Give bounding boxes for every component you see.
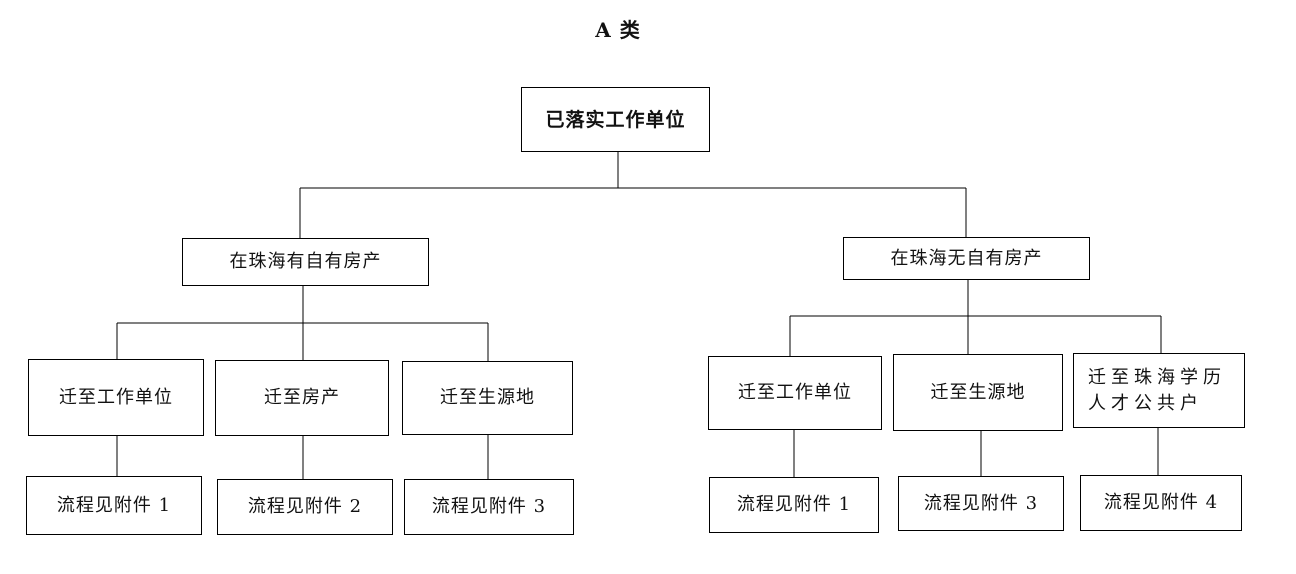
root-node: 已落实工作单位 (521, 87, 710, 152)
leaf-node-label: 迁至生源地 (930, 381, 1026, 403)
root-node-label: 已落实工作单位 (545, 108, 686, 131)
leaf-node-l3: 迁至生源地 (402, 361, 573, 435)
note-node-l3: 流程见附件 3 (404, 479, 574, 535)
note-node-r1: 流程见附件 1 (709, 477, 879, 533)
note-node-label: 流程见附件 1 (736, 494, 852, 515)
diagram-title: A 类 (595, 18, 641, 42)
note-node-label: 流程见附件 2 (247, 496, 363, 517)
note-node-label: 流程见附件 3 (431, 496, 547, 517)
leaf-node-r2: 迁至生源地 (893, 354, 1063, 431)
note-node-l2: 流程见附件 2 (217, 479, 393, 535)
branch-node-has-property: 在珠海有自有房产 (182, 238, 429, 286)
leaf-node-r1: 迁至工作单位 (708, 356, 882, 430)
branch-node-label: 在珠海无自有房产 (890, 247, 1043, 269)
leaf-node-label: 迁至生源地 (440, 387, 535, 408)
note-node-label: 流程见附件 4 (1103, 492, 1219, 513)
leaf-node-label: 迁至珠海学历人才公共户 (1088, 366, 1226, 414)
note-node-r2: 流程见附件 3 (898, 476, 1064, 531)
leaf-node-l2: 迁至房产 (215, 360, 389, 436)
note-node-label: 流程见附件 3 (923, 492, 1039, 514)
leaf-node-label: 迁至工作单位 (738, 382, 852, 403)
leaf-node-r3: 迁至珠海学历人才公共户 (1073, 353, 1245, 428)
branch-node-no-property: 在珠海无自有房产 (843, 237, 1090, 280)
leaf-node-label: 迁至工作单位 (59, 386, 173, 408)
note-node-l1: 流程见附件 1 (26, 476, 202, 535)
leaf-node-label: 迁至房产 (264, 387, 340, 408)
note-node-label: 流程见附件 1 (56, 494, 172, 516)
branch-node-label: 在珠海有自有房产 (229, 251, 382, 272)
leaf-node-l1: 迁至工作单位 (28, 359, 204, 436)
note-node-r3: 流程见附件 4 (1080, 475, 1242, 531)
